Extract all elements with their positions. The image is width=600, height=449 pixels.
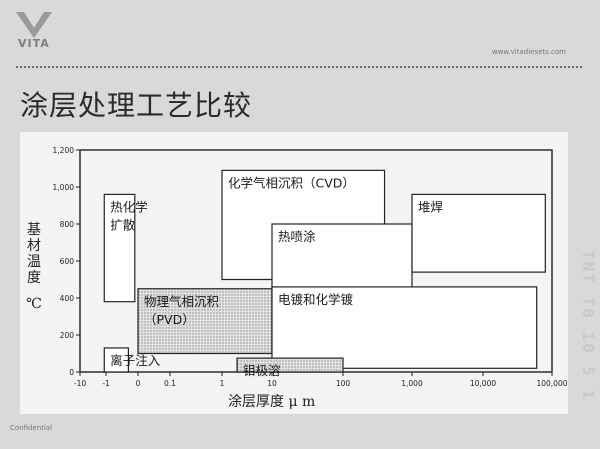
vita-logo-icon [16, 12, 52, 38]
region-label: 热化学 [110, 199, 148, 214]
region-电镀和化学镀 [271, 286, 538, 369]
x-axis-label: 涂层厚度 μ m [228, 394, 316, 410]
x-tick-label: 100 [336, 379, 351, 388]
y-tick-label: 200 [60, 331, 75, 340]
y-axis-label: 基材温度 ℃ [24, 222, 44, 312]
y-tick-label: 600 [60, 257, 75, 266]
y-axis-label-char: 温 [27, 254, 41, 270]
x-tick-label: -10 [74, 379, 86, 388]
site-url: www.vitadiesets.com [491, 48, 566, 56]
region-label: 电镀和化学镀 [278, 292, 354, 307]
x-tick-label: -1 [102, 379, 110, 388]
y-tick-label: 1,000 [53, 183, 75, 192]
region-离子注入 [103, 347, 130, 373]
y-tick-label: 800 [60, 220, 75, 229]
region-label: 堆焊 [418, 199, 443, 214]
page-title: 涂层处理工艺比较 [20, 89, 253, 122]
y-tick-label: 400 [60, 294, 75, 303]
x-tick-label: 1 [220, 379, 225, 388]
region-堆焊 [411, 193, 546, 273]
y-axis-label-char: 基 [27, 222, 41, 238]
y-axis-label-char: 度 [27, 270, 41, 286]
x-tick-label: 10,000 [470, 379, 496, 388]
region-label: 扩散 [110, 217, 136, 232]
region-钼极溶 [236, 357, 344, 373]
region-label: 离子注入 [110, 353, 161, 368]
x-tick-label: 0.1 [164, 379, 176, 388]
y-axis-label-char: 材 [27, 238, 41, 254]
header-divider [16, 66, 582, 68]
region-label: 物理气相沉积 [144, 294, 219, 309]
region-label: 钼极溶 [243, 363, 281, 378]
x-tick-label: 0 [136, 379, 141, 388]
y-tick-label: 1,200 [53, 146, 75, 155]
x-tick-label: 10 [267, 379, 277, 388]
footer-confidential: Confidential [10, 424, 53, 432]
y-tick-label: 0 [69, 368, 74, 377]
x-tick-label: 1,000 [401, 379, 423, 388]
logo-text: VITA [18, 37, 50, 50]
side-decoration: TNT T0 10 5 1 [579, 250, 598, 402]
x-tick-label: 100,000 [536, 379, 567, 388]
region-物理气相沉积 [137, 288, 273, 355]
region-label: 化学气相沉积（CVD） [228, 175, 355, 190]
region-label: （PVD） [144, 312, 195, 327]
region-热化学扩散 [103, 193, 136, 303]
region-label: 热喷涂 [278, 229, 316, 244]
y-axis-unit: ℃ [26, 296, 42, 312]
